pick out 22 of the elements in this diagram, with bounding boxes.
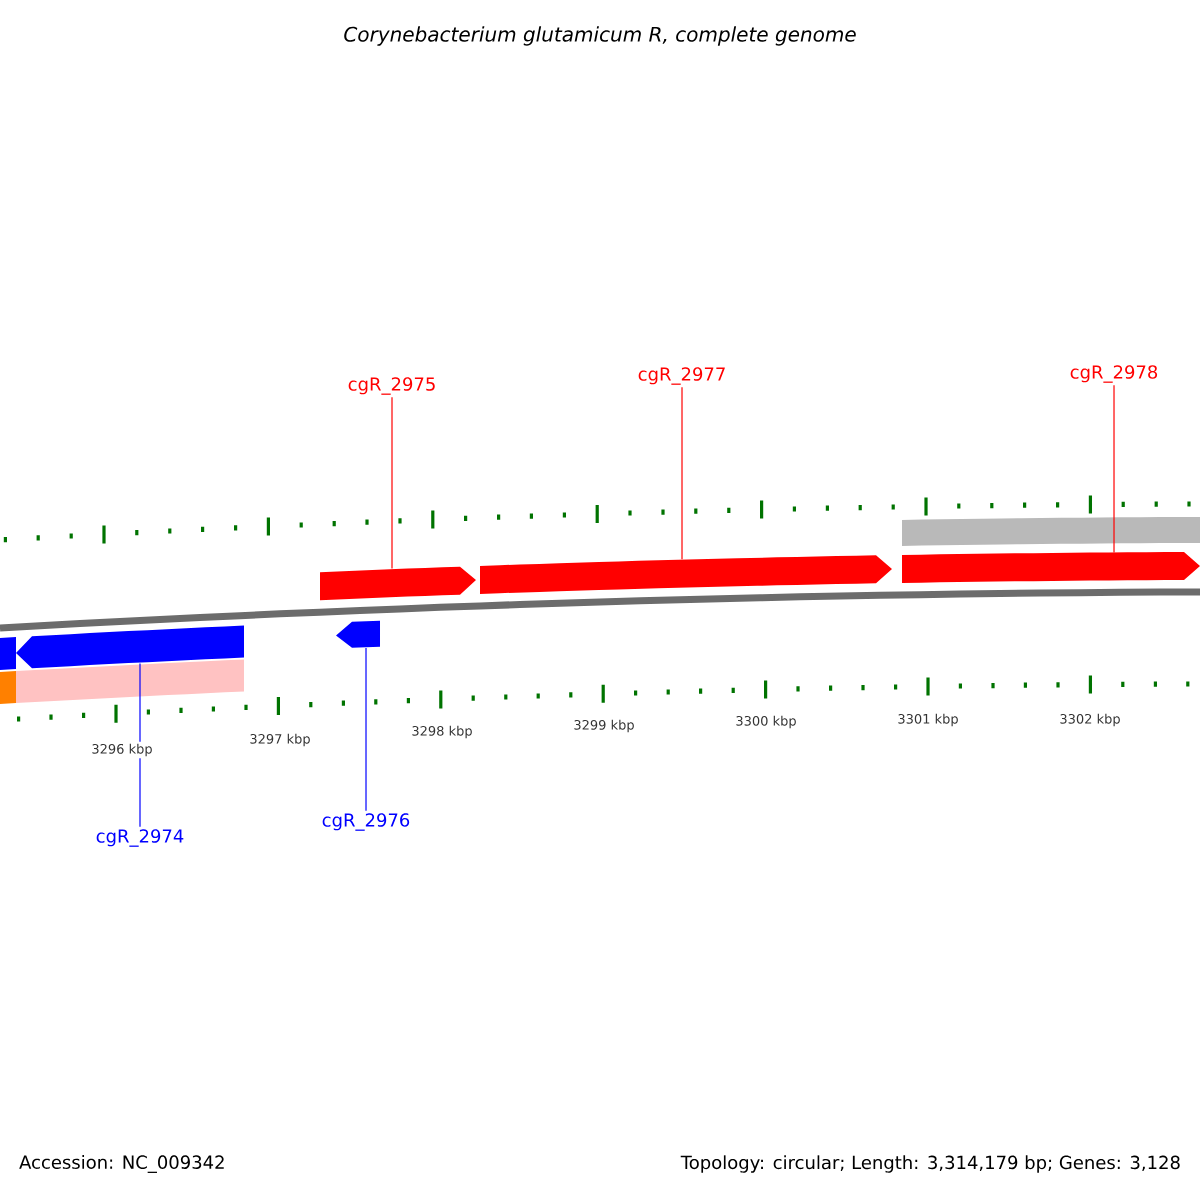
title: Corynebacterium glutamicum R, complete genome [344, 26, 856, 46]
leader-line [1113, 384, 1115, 554]
gene-label: cgR_2977 [638, 367, 725, 385]
gene-block [480, 555, 892, 594]
leader-line [681, 386, 683, 560]
gene-block [320, 566, 476, 601]
gene-block [0, 637, 16, 670]
gene-label: cgR_2978 [1070, 365, 1158, 383]
leader-line [391, 396, 393, 570]
gene-block [16, 625, 244, 669]
gene-block [16, 659, 244, 704]
leader-line [365, 647, 367, 812]
genome-info-text: Topology: circular; Length: 3,314,179 bp; Genes: 3,128 [680, 1155, 1180, 1173]
accession-text: Accession: NC_009342 [19, 1155, 224, 1173]
leader-line [139, 662, 141, 828]
gene-label: cgR_2975 [348, 377, 435, 395]
gene-block [336, 620, 380, 648]
gene-block [902, 552, 1200, 583]
gene-block [902, 516, 1200, 546]
gene-block [0, 671, 16, 704]
gene-label: cgR_2974 [96, 829, 184, 847]
gene-label: cgR_2976 [322, 813, 410, 831]
